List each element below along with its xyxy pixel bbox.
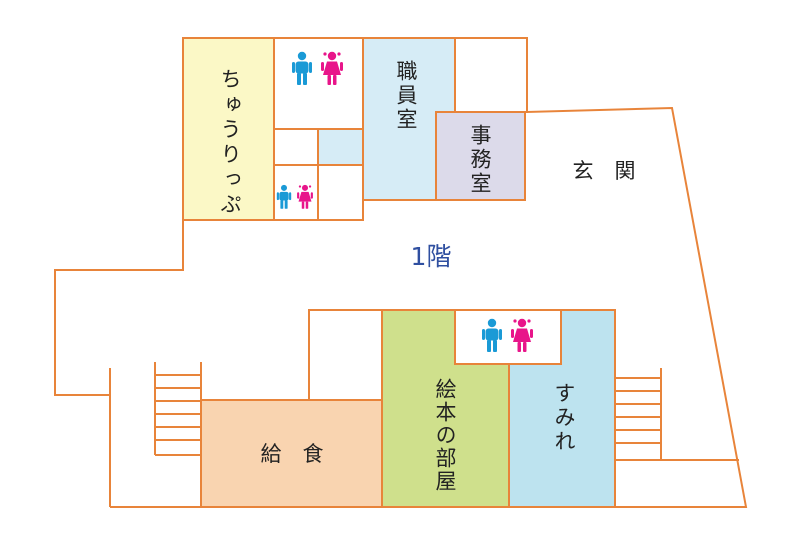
storage-box [317, 164, 364, 221]
corridor-box [454, 37, 528, 113]
room-label-churippu: ちゅうりっぷ [218, 68, 242, 218]
room-churippu [182, 37, 275, 221]
restroom-top [273, 37, 364, 130]
stairs-east [615, 368, 739, 461]
restroom-bottom [454, 309, 562, 365]
floor-label: 1階 [411, 242, 452, 271]
room-label-sumire: すみれ [552, 382, 576, 454]
hall-wall [308, 309, 382, 400]
room-label-genkan: 玄 関 [573, 159, 636, 183]
west-wall [54, 220, 184, 396]
room-label-kyushoku: 給 食 [261, 442, 324, 466]
room-label-ehon-no-heya: 絵本の部屋 [433, 378, 457, 493]
room-label-jimushitsu: 事務室 [468, 124, 492, 196]
room-kyushoku [200, 399, 383, 508]
stairs-west [109, 362, 202, 507]
room-label-shokuinshitsu: 職員室 [394, 60, 418, 132]
room-jimushitsu [435, 111, 526, 201]
